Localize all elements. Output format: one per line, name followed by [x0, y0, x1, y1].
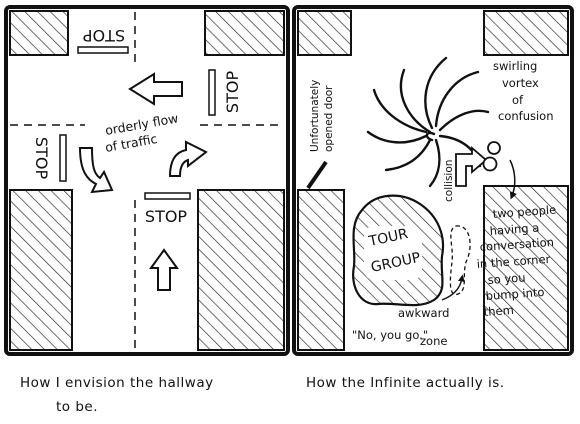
- wall-block-bottom-left: [9, 189, 73, 351]
- arrow-curved-down-icon: [78, 147, 114, 194]
- wall-block-top-right-right: [483, 10, 569, 56]
- corner-line-5: so you: [487, 270, 526, 287]
- arrow-left-icon: [128, 72, 183, 106]
- tour-group-label-bg: [364, 226, 422, 280]
- left-panel-frame: [4, 5, 290, 356]
- caption-left-line1: How I envision the hallway: [20, 375, 214, 391]
- opened-door: [306, 160, 328, 190]
- wall-block-top-left-right: [297, 10, 352, 56]
- stop-bar-top: [77, 46, 129, 54]
- left-panel: STOP STOP STOP STOP orderly flow of traf…: [4, 5, 290, 356]
- awkward-line1: awkward: [398, 306, 449, 320]
- stop-label-bottom: STOP: [145, 207, 188, 226]
- corner-line-7: them: [483, 303, 514, 319]
- stop-bar-bottom: [144, 192, 191, 200]
- stop-label-top: STOP: [83, 26, 126, 45]
- right-panel-frame: [292, 5, 574, 356]
- stop-label-left: STOP: [32, 137, 51, 180]
- vortex-label-line3: of: [512, 93, 524, 107]
- corner-line-2: having a: [489, 221, 539, 238]
- door-label-line2: opened door: [323, 85, 335, 152]
- corner-line-3: conversation: [479, 235, 554, 254]
- arrow-curved-right-icon: [168, 140, 208, 177]
- awkward-zone-dashed: [449, 225, 471, 296]
- wall-block-bottom-right: [197, 189, 285, 351]
- corner-line-1: two people: [492, 203, 556, 221]
- caption-left-line2: to be.: [56, 399, 99, 415]
- person-head-icon: [482, 156, 498, 172]
- wall-block-top-left: [9, 10, 69, 56]
- wall-block-bottom-right-right: [483, 185, 569, 351]
- vortex-label-line4: confusion: [498, 109, 554, 123]
- collision-arrow-icon: [455, 146, 488, 187]
- collision-label: collision: [443, 160, 455, 202]
- corner-line-6: bump into: [485, 285, 545, 303]
- vortex-label-line1: swirling: [493, 59, 537, 73]
- awkward-line2: "No, you go.": [352, 328, 428, 342]
- small-arrow-icon: [509, 159, 517, 200]
- door-label-line1: Unfortunately: [309, 80, 321, 152]
- person-head-icon: [487, 141, 501, 155]
- wall-block-top-right: [204, 10, 285, 56]
- corner-line-4: in the corner: [476, 252, 551, 271]
- arrow-up-icon: [149, 248, 179, 291]
- vortex-swirl: [366, 56, 490, 188]
- stop-bar-left: [59, 134, 67, 182]
- awkward-arrow-icon: [441, 274, 465, 301]
- vortex-label-line2: vortex: [502, 76, 539, 90]
- stop-label-right: STOP: [223, 71, 242, 114]
- stop-bar-right: [208, 69, 216, 116]
- right-panel: Unfortunately opened door swirling vorte…: [292, 5, 574, 356]
- awkward-line3: zone: [420, 334, 447, 348]
- caption-right: How the Infinite actually is.: [306, 375, 505, 391]
- wall-block-bottom-left-right: [297, 189, 345, 351]
